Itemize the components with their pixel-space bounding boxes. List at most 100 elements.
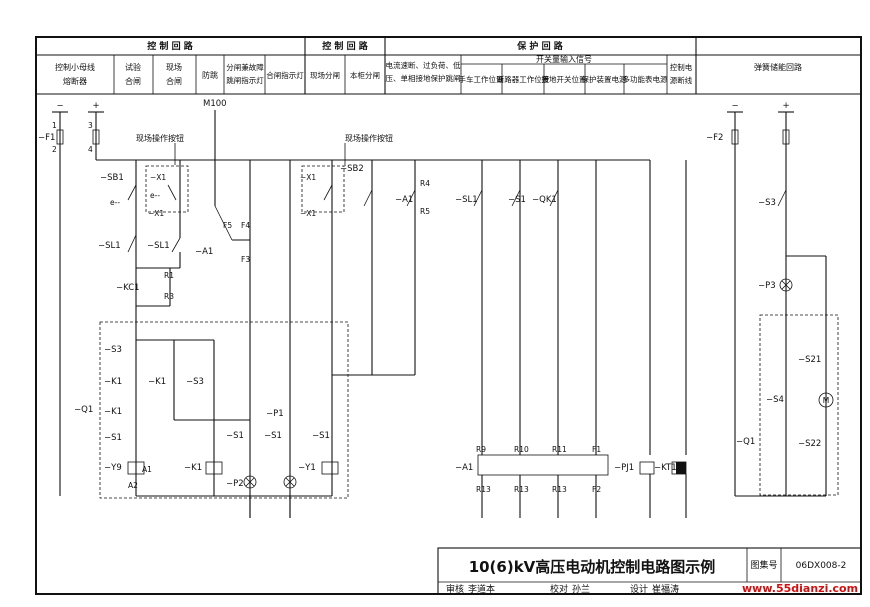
svg-text:−A1: −A1: [395, 195, 413, 205]
svg-text:−SL1: −SL1: [147, 241, 170, 251]
svg-text:−S4: −S4: [766, 395, 784, 405]
svg-text:F3: F3: [241, 255, 250, 264]
svg-text:R4: R4: [420, 179, 430, 188]
svg-text:−S1: −S1: [508, 195, 526, 205]
hdr-close-indicator: 合闸指示灯: [266, 70, 304, 80]
svg-text:−S3: −S3: [758, 198, 776, 208]
svg-text:e--: e--: [150, 191, 160, 200]
svg-text:−S1: −S1: [312, 431, 330, 441]
fuse-f1a: [56, 129, 64, 145]
svg-text:现场操作按钮: 现场操作按钮: [345, 133, 393, 143]
hdr-control-circuit-b: 控 制 回 路: [322, 40, 368, 52]
breaker-q1-box: −Q1 −S3 −K1 −K1 −S1 −Y9 A1 A2 −K1 −S3 −K…: [74, 306, 349, 499]
svg-text:R13: R13: [476, 485, 491, 494]
branch-lines: [135, 160, 687, 518]
svg-text:F2: F2: [592, 485, 601, 494]
title-block: 10(6)kV高压电动机控制电路图示例 图集号 06DX008-2 审核 李道本…: [437, 547, 862, 595]
hdr-breaker-pos: 断路器工作位置: [497, 74, 550, 84]
svg-text:R10: R10: [514, 445, 529, 454]
hdr-control-circuit-a: 控 制 回 路: [147, 40, 193, 52]
svg-text:−S3: −S3: [186, 377, 204, 387]
atlas-number: 06DX008-2: [796, 561, 847, 571]
protection-device-a1: −A1 R9 R10 R11 F1 R13 R13 R13 F2 −PJ1 −K…: [455, 445, 687, 518]
svg-text:−P1: −P1: [266, 409, 284, 419]
svg-text:−P2: −P2: [226, 479, 244, 489]
svg-text:−X1: −X1: [300, 173, 316, 182]
svg-text:+: +: [92, 101, 99, 111]
svg-text:e--: e--: [110, 198, 120, 207]
hdr-test-close: 试验合闸: [125, 62, 141, 86]
svg-text:−X1: −X1: [148, 209, 164, 218]
lamp-p1: [283, 475, 297, 489]
lamp-p2: [243, 475, 257, 489]
svg-text:−S1: −S1: [226, 431, 244, 441]
designer-name: 崔福涛: [652, 583, 679, 595]
svg-text:−K1: −K1: [148, 377, 166, 387]
svg-text:+: +: [782, 101, 789, 111]
svg-text:−SL1: −SL1: [455, 195, 478, 205]
svg-text:−K1: −K1: [184, 463, 202, 473]
svg-text:−SL1: −SL1: [98, 241, 121, 251]
svg-text:M: M: [823, 396, 829, 405]
drawing-frame: [35, 36, 862, 595]
svg-text:现场操作按钮: 现场操作按钮: [136, 133, 184, 143]
svg-text:−Q1: −Q1: [74, 405, 93, 415]
hdr-protection-trip: 电流速断、过负荷、低压、单相接地保护跳闸: [386, 60, 461, 83]
svg-text:−K1: −K1: [104, 377, 122, 387]
svg-text:R1: R1: [164, 271, 174, 280]
spring-storage-circuit: − + −F2 −S3 −P3 −Q1 −S21 −S4 −S22 M: [706, 101, 839, 497]
motor-symbol: [818, 392, 834, 408]
svg-text:−F2: −F2: [706, 133, 723, 143]
svg-text:−Q1: −Q1: [736, 437, 755, 447]
hdr-multi-meter: 多功能表电源: [623, 74, 668, 84]
sl1-kc1-group: −SL1 −SL1 −KC1 R1 R3: [98, 234, 181, 307]
svg-text:A2: A2: [128, 481, 138, 490]
indicator-group: −S1 −S1 −S1 −P2 −P1 −Y1: [136, 374, 415, 518]
check-label: 校对: [550, 583, 568, 595]
svg-text:F5: F5: [223, 221, 232, 230]
svg-text:−S22: −S22: [798, 439, 821, 449]
design-label: 设计: [630, 583, 648, 595]
svg-text:−S1: −S1: [264, 431, 282, 441]
svg-text:R13: R13: [514, 485, 529, 494]
atlas-label: 图集号: [750, 559, 777, 571]
hdr-ctrl-power-break: 控制电源断线: [670, 62, 693, 85]
svg-text:3: 3: [88, 121, 93, 130]
lamp-p3: [779, 278, 793, 292]
svg-text:−SB1: −SB1: [100, 173, 124, 183]
switch-inputs: −SL1 −S1 −QK1: [455, 189, 559, 207]
svg-text:−F1: −F1: [38, 133, 55, 143]
svg-text:−A1: −A1: [195, 247, 213, 257]
svg-text:R5: R5: [420, 207, 430, 216]
svg-text:1: 1: [52, 121, 57, 130]
svg-text:−K1: −K1: [104, 407, 122, 417]
hdr-local-close: 现场合闸: [166, 63, 182, 86]
svg-text:M100: M100: [203, 99, 227, 109]
svg-text:−P3: −P3: [758, 281, 776, 291]
svg-text:−: −: [731, 101, 738, 111]
header-table: 控 制 回 路 控 制 回 路 保 护 回 路 控制小母线熔断器 试验合闸 现场…: [36, 37, 861, 95]
svg-text:−SB2: −SB2: [340, 164, 364, 174]
checker-name: 孙兰: [572, 583, 590, 595]
hdr-trip-fault: 分闸兼故障跳闸指示灯: [226, 62, 264, 85]
svg-text:−Y1: −Y1: [298, 463, 316, 473]
svg-text:−S21: −S21: [798, 355, 821, 365]
local-button-2: 现场操作按钮 −X1 −X1 −SB2: [300, 133, 393, 218]
svg-text:A1: A1: [142, 465, 152, 474]
hdr-cabinet-open: 本柜分闸: [350, 70, 380, 80]
hdr-car-pos: 手车工作位置: [459, 74, 504, 84]
watermark: www.55dianzi.com: [742, 582, 858, 595]
svg-text:−KC1: −KC1: [116, 283, 140, 293]
hdr-anti-pump: 防跳: [202, 70, 218, 80]
svg-text:R13: R13: [552, 485, 567, 494]
hdr-protect-device: 保护装置电源: [582, 74, 627, 84]
a1-r-group: −A1 R4 R5: [395, 179, 430, 216]
review-label: 审核: [446, 583, 464, 595]
svg-text:−PJ1: −PJ1: [614, 463, 634, 473]
svg-text:−S3: −S3: [104, 345, 122, 355]
svg-text:−X1: −X1: [300, 209, 316, 218]
svg-text:−: −: [56, 101, 63, 111]
hdr-local-open: 现场分闸: [310, 71, 340, 80]
svg-text:−Y9: −Y9: [104, 463, 122, 473]
hdr-earth-pos: 接地开关位置: [542, 74, 587, 84]
